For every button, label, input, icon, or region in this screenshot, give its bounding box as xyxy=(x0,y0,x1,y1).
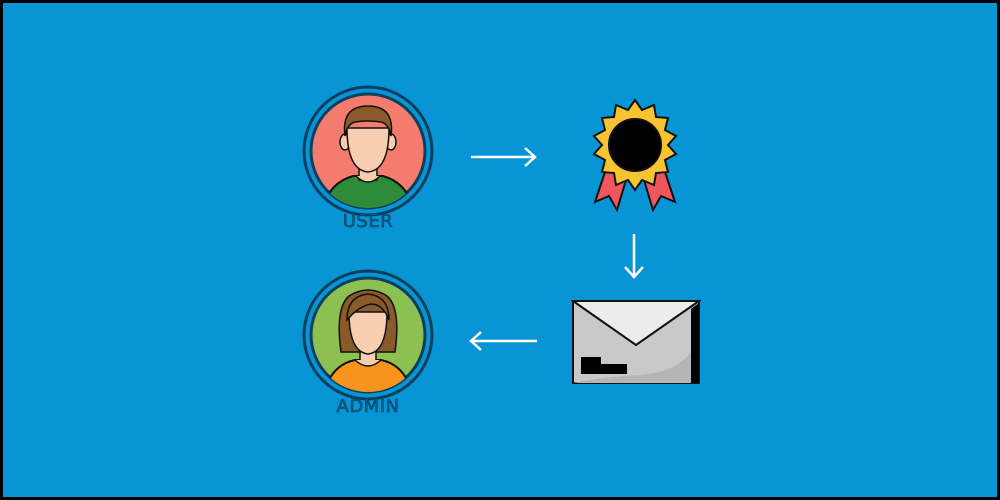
user-label: USER xyxy=(342,211,394,232)
award-badge-icon xyxy=(592,98,678,213)
male-user-avatar-icon xyxy=(302,85,434,217)
envelope-icon xyxy=(571,300,701,384)
arrow-right-icon xyxy=(471,147,537,167)
user-node xyxy=(301,84,435,218)
arrow-down-icon xyxy=(624,234,644,279)
admin-node xyxy=(301,268,435,402)
female-admin-avatar-icon xyxy=(302,269,434,401)
admin-label: ADMIN xyxy=(336,396,400,417)
arrow-left-icon xyxy=(469,331,537,351)
